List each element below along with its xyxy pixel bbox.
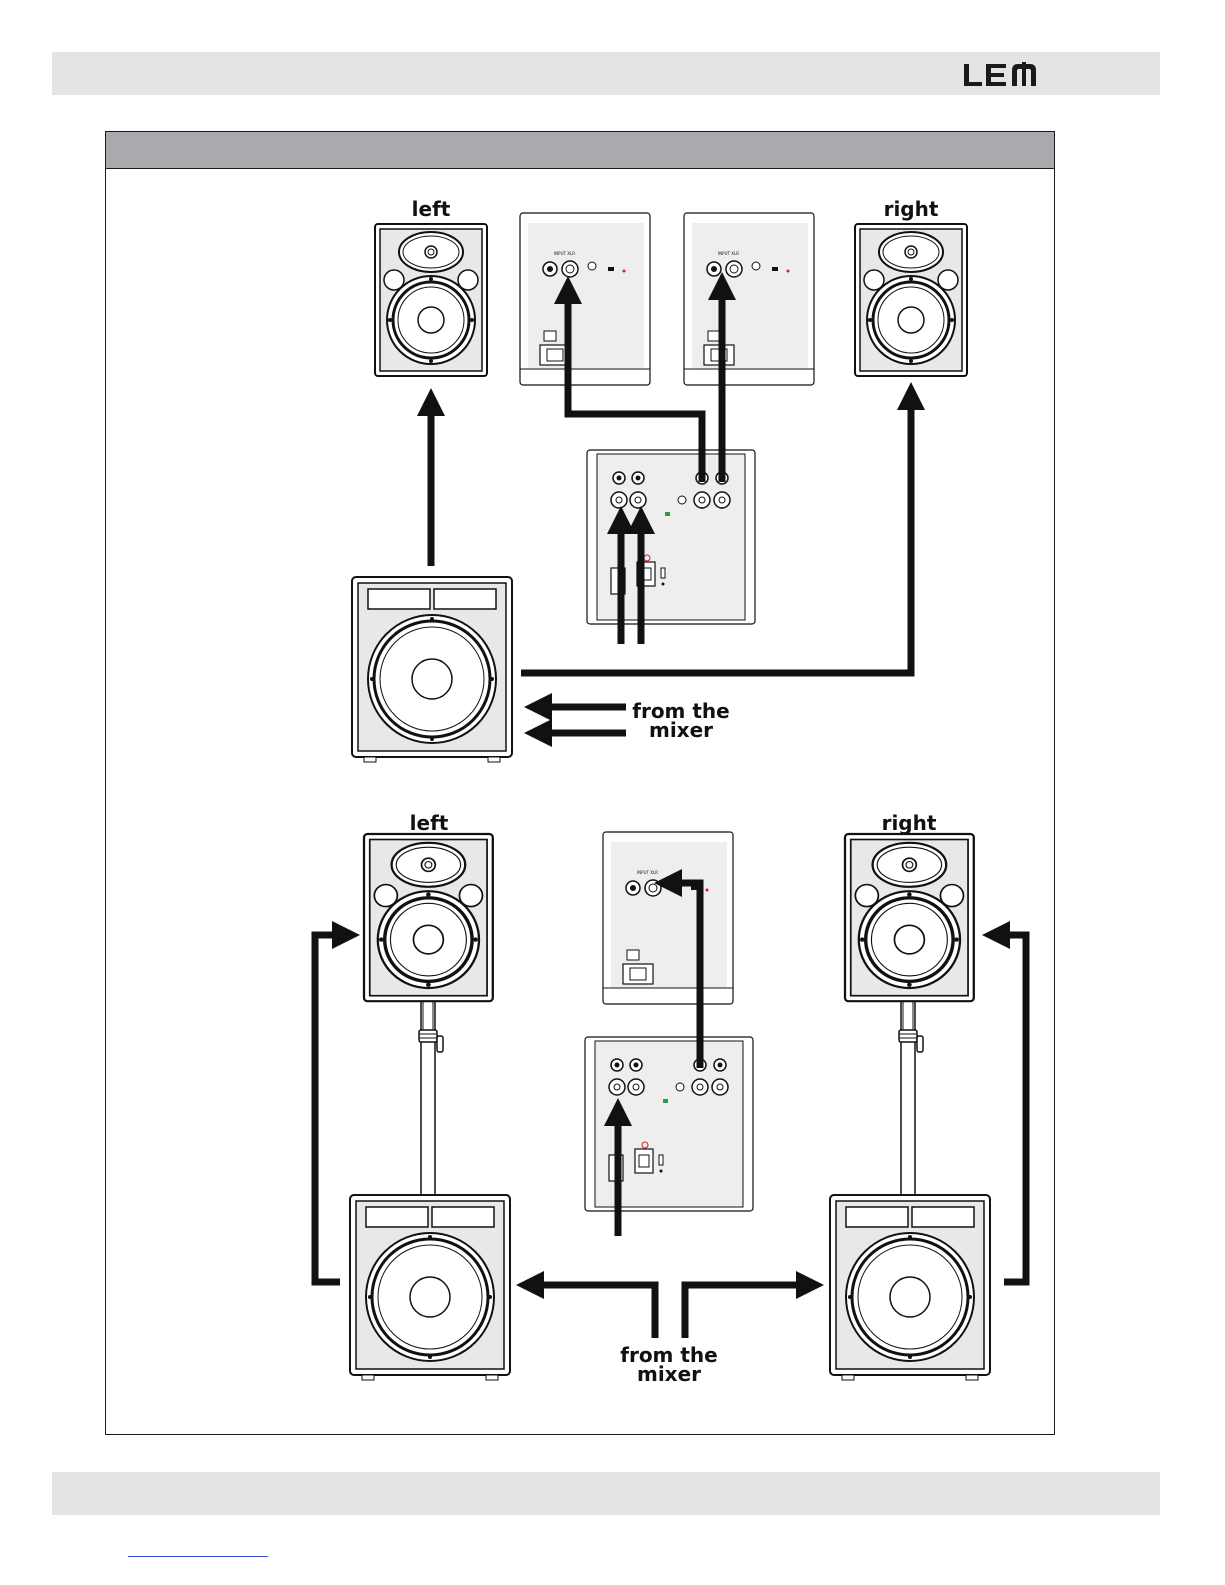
label-left-1: left bbox=[412, 197, 451, 221]
subwoofer-rear-panel-2 bbox=[585, 1037, 753, 1211]
left-satellite-speaker-2 bbox=[364, 834, 493, 1001]
label-right-1: right bbox=[884, 197, 939, 221]
footer-link-underline bbox=[128, 1556, 268, 1557]
left-satellite-rear-panel bbox=[520, 213, 650, 385]
satellite-rear-panel-2 bbox=[603, 832, 733, 1004]
subwoofer-1 bbox=[352, 577, 512, 762]
left-subwoofer-2 bbox=[350, 1195, 510, 1380]
left-satellite-speaker bbox=[375, 224, 487, 376]
right-satellite-rear-panel bbox=[684, 213, 814, 385]
mixer-label-2-line2: mixer bbox=[637, 1362, 701, 1386]
label-right-2: right bbox=[882, 811, 937, 835]
subwoofer-rear-panel-1 bbox=[587, 450, 755, 624]
label-left-2: left bbox=[410, 811, 449, 835]
right-subwoofer-2 bbox=[830, 1195, 990, 1380]
left-stand-pole bbox=[419, 1000, 443, 1196]
page-footer-bar bbox=[52, 1472, 1160, 1515]
right-satellite-speaker-2 bbox=[845, 834, 974, 1001]
mixer-label-1-line2: mixer bbox=[649, 718, 713, 742]
right-stand-pole bbox=[899, 1000, 923, 1196]
right-satellite-speaker bbox=[855, 224, 967, 376]
